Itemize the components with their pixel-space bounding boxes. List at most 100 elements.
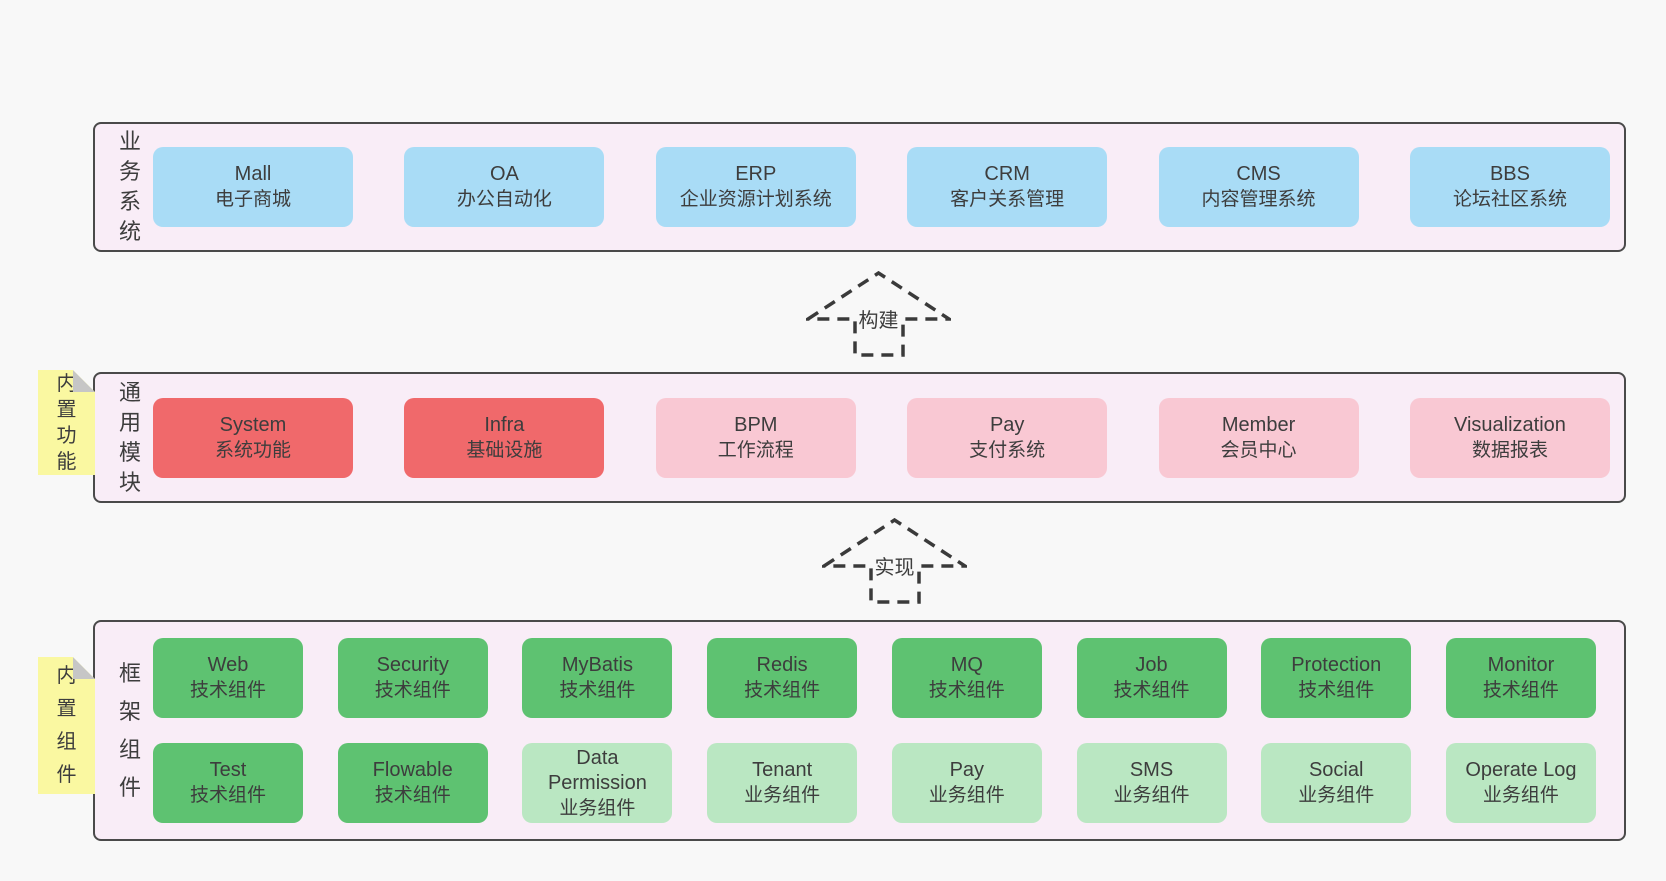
- module-name: BPM: [734, 413, 778, 436]
- component-box: Operate Log 业务组件: [1445, 743, 1596, 823]
- component-name: Security: [376, 654, 449, 676]
- dashed-up-arrow-icon: [806, 271, 951, 357]
- sticky-tab-built-in-components: 内置组件: [38, 657, 95, 794]
- arrow-build-label: 构建: [856, 309, 901, 333]
- module-name: CRM: [984, 163, 1030, 185]
- component-box: SMS 业务组件: [1076, 743, 1227, 823]
- module-desc: 支付系统: [969, 439, 1046, 461]
- component-box: Social 业务组件: [1261, 743, 1412, 823]
- component-name: Web: [207, 654, 249, 676]
- module-box: System 系统功能: [153, 397, 353, 478]
- module-name: ERP: [735, 163, 777, 185]
- component-box: Security 技术组件: [337, 638, 488, 718]
- module-name: BBS: [1489, 163, 1530, 185]
- band-label-text: 框架组件: [118, 660, 141, 800]
- component-name: Protection: [1291, 654, 1382, 676]
- sticky-tab-built-in-features: 内置功能: [38, 370, 95, 475]
- component-box: Web 技术组件: [153, 638, 303, 718]
- sticky-tab-text: 内置组件: [56, 664, 77, 786]
- component-name: Redis: [756, 654, 808, 676]
- module-box: CMS 内容管理系统: [1158, 147, 1359, 227]
- component-name: MQ: [950, 654, 983, 676]
- component-desc: 业务组件: [559, 797, 636, 819]
- band-common-modules: 内置功能 通用模块 System 系统功能 Infra 基础设施 BPM 工作流…: [93, 372, 1626, 503]
- arrow-build: 构建: [806, 271, 951, 357]
- module-name: CMS: [1236, 163, 1281, 185]
- component-name: MyBatis: [561, 654, 633, 676]
- module-name: System: [219, 413, 287, 436]
- band-label-text: 业务系统: [118, 129, 141, 244]
- dashed-up-arrow-icon: [822, 518, 967, 604]
- module-desc: 基础设施: [466, 439, 543, 461]
- module-desc: 工作流程: [717, 439, 794, 461]
- module-desc: 系统功能: [214, 439, 291, 461]
- module-name: OA: [489, 163, 519, 185]
- component-name: Social: [1308, 759, 1364, 781]
- module-name: Mall: [234, 163, 272, 185]
- module-box: Member 会员中心: [1158, 397, 1359, 478]
- component-box: Monitor 技术组件: [1445, 638, 1596, 718]
- component-box: Tenant 业务组件: [707, 743, 858, 823]
- module-desc: 企业资源计划系统: [679, 189, 832, 210]
- component-desc: 业务组件: [1113, 785, 1190, 806]
- component-desc: 业务组件: [744, 785, 821, 806]
- band-business-systems: 业务系统 Mall 电子商城 OA 办公自动化 ERP 企业资源计划系统: [93, 122, 1626, 252]
- arrow-implement-label: 实现: [872, 556, 917, 580]
- component-desc: 技术组件: [1113, 680, 1190, 701]
- framework-components-row-1: Web 技术组件 Security 技术组件 MyBatis 技术组件: [153, 638, 1596, 718]
- module-name: Member: [1221, 413, 1296, 436]
- band-label-framework-components: 框架组件: [107, 622, 153, 839]
- module-desc: 会员中心: [1220, 439, 1297, 461]
- module-desc: 数据报表: [1471, 439, 1548, 461]
- module-box: OA 办公自动化: [404, 147, 605, 227]
- component-name: Job: [1135, 654, 1168, 676]
- module-box: Visualization 数据报表: [1409, 397, 1610, 478]
- module-desc: 办公自动化: [456, 189, 552, 210]
- component-desc: 业务组件: [928, 785, 1005, 806]
- module-desc: 客户关系管理: [950, 189, 1065, 210]
- sticky-tab-text: 内置功能: [56, 372, 77, 473]
- arrow-implement: 实现: [822, 518, 967, 604]
- component-name: Monitor: [1487, 654, 1555, 676]
- module-name: Visualization: [1453, 413, 1566, 436]
- business-systems-row: Mall 电子商城 OA 办公自动化 ERP 企业资源计划系统 CRM 客户关系…: [153, 124, 1624, 250]
- component-desc: 技术组件: [374, 680, 451, 701]
- common-modules-row: System 系统功能 Infra 基础设施 BPM 工作流程 Pay 支付系统: [153, 374, 1624, 501]
- component-name: Operate Log: [1465, 759, 1577, 781]
- band-framework-components: 内置组件 框架组件 Web 技术组件 Security 技术组件: [93, 620, 1626, 841]
- component-desc: 技术组件: [189, 680, 266, 701]
- component-name: Flowable: [372, 759, 453, 781]
- component-desc: 技术组件: [559, 680, 636, 701]
- component-desc: 技术组件: [744, 680, 821, 701]
- module-box: ERP 企业资源计划系统: [655, 147, 856, 227]
- component-desc: 业务组件: [1482, 785, 1559, 806]
- component-box: Protection 技术组件: [1261, 638, 1412, 718]
- component-name: Pay: [949, 759, 985, 781]
- component-desc: 业务组件: [1298, 785, 1375, 806]
- module-box: BPM 工作流程: [655, 397, 856, 478]
- component-name: SMS: [1129, 759, 1174, 781]
- component-name: Data Permission: [547, 746, 647, 794]
- band-label-text: 通用模块: [118, 379, 141, 495]
- module-name: Infra: [484, 413, 525, 436]
- component-box: MyBatis 技术组件: [522, 638, 673, 718]
- framework-components-grid: Web 技术组件 Security 技术组件 MyBatis 技术组件: [153, 622, 1624, 839]
- module-box: Infra 基础设施: [404, 397, 605, 478]
- band-label-common-modules: 通用模块: [107, 374, 153, 501]
- module-box: CRM 客户关系管理: [907, 147, 1108, 227]
- module-box: BBS 论坛社区系统: [1409, 147, 1610, 227]
- component-box: MQ 技术组件: [891, 638, 1042, 718]
- component-desc: 技术组件: [374, 785, 451, 806]
- component-box: Flowable 技术组件: [337, 743, 488, 823]
- component-box: Pay 业务组件: [891, 743, 1042, 823]
- component-desc: 技术组件: [1482, 680, 1559, 701]
- component-desc: 技术组件: [1298, 680, 1375, 701]
- band-label-business-systems: 业务系统: [107, 124, 153, 250]
- component-box: Redis 技术组件: [707, 638, 858, 718]
- module-desc: 电子商城: [214, 189, 291, 210]
- component-box: Data Permission 业务组件: [522, 743, 673, 823]
- module-box: Pay 支付系统: [907, 397, 1108, 478]
- component-desc: 技术组件: [928, 680, 1005, 701]
- component-box: Test 技术组件: [153, 743, 303, 823]
